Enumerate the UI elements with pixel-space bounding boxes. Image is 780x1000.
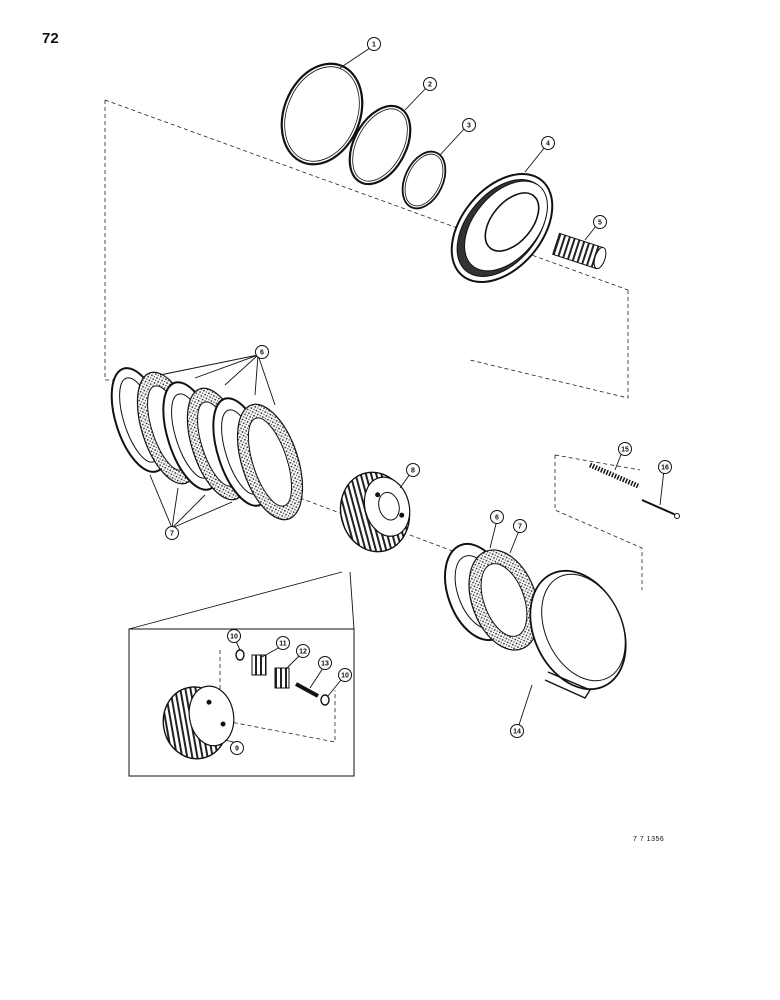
spring — [588, 462, 640, 489]
svg-text:2: 2 — [428, 82, 432, 89]
svg-text:16: 16 — [661, 465, 669, 472]
callout-9: 9 — [230, 741, 244, 755]
piston — [450, 172, 554, 284]
callout-3: 3 — [462, 118, 476, 132]
inset-box — [128, 571, 355, 777]
svg-text:13: 13 — [321, 661, 329, 668]
svg-text:5: 5 — [598, 220, 602, 227]
svg-text:7: 7 — [170, 531, 174, 538]
callout-14: 14 — [510, 724, 524, 738]
svg-text:10: 10 — [230, 634, 238, 641]
pinion-shaft — [295, 682, 319, 698]
callout-15: 15 — [618, 442, 632, 456]
pin-rod — [641, 499, 680, 519]
callout-6-right: 6 — [490, 510, 504, 524]
callouts: 1 2 3 4 5 6 7 8 6 7 9 10 11 12 13 10 14 … — [165, 37, 672, 755]
svg-text:8: 8 — [411, 468, 415, 475]
callout-11: 11 — [276, 636, 290, 650]
callout-13: 13 — [318, 656, 332, 670]
planet-gear — [251, 654, 290, 689]
callout-7-lower: 7 — [165, 526, 179, 540]
svg-text:9: 9 — [235, 746, 239, 753]
callout-6-upper: 6 — [255, 345, 269, 359]
callout-1: 1 — [367, 37, 381, 51]
assembly-dashed-lines — [104, 99, 643, 743]
clutch-pack — [110, 367, 304, 521]
spline-shaft — [552, 232, 607, 270]
svg-text:6: 6 — [260, 350, 264, 357]
callout-10-upper: 10 — [227, 629, 241, 643]
planet-carrier — [162, 685, 235, 760]
page-number: 72 — [42, 30, 59, 47]
seal-ring-large — [280, 62, 364, 166]
callout-16: 16 — [658, 460, 672, 474]
svg-text:6: 6 — [495, 515, 499, 522]
svg-text:10: 10 — [341, 673, 349, 680]
svg-text:14: 14 — [513, 729, 521, 736]
callout-4: 4 — [541, 136, 555, 150]
drawing-code: 7 7 1356 — [633, 836, 665, 843]
friction-disc-right — [468, 549, 540, 651]
svg-text:3: 3 — [467, 123, 471, 130]
svg-text:15: 15 — [621, 447, 629, 454]
callout-5: 5 — [593, 215, 607, 229]
seal-ring-small — [401, 150, 447, 210]
svg-text:12: 12 — [299, 649, 307, 656]
svg-text:11: 11 — [279, 641, 287, 648]
carrier-gear — [339, 471, 411, 553]
callout-2: 2 — [423, 77, 437, 91]
thrust-washer — [235, 649, 330, 706]
svg-text:4: 4 — [546, 141, 550, 148]
callout-8: 8 — [406, 463, 420, 477]
brake-band — [529, 569, 627, 699]
seal-ring-medium — [348, 104, 412, 186]
callout-7-right: 7 — [513, 519, 527, 533]
callout-10-lower: 10 — [338, 668, 352, 682]
callout-12: 12 — [296, 644, 310, 658]
svg-text:7: 7 — [518, 524, 522, 531]
svg-text:1: 1 — [372, 42, 376, 49]
